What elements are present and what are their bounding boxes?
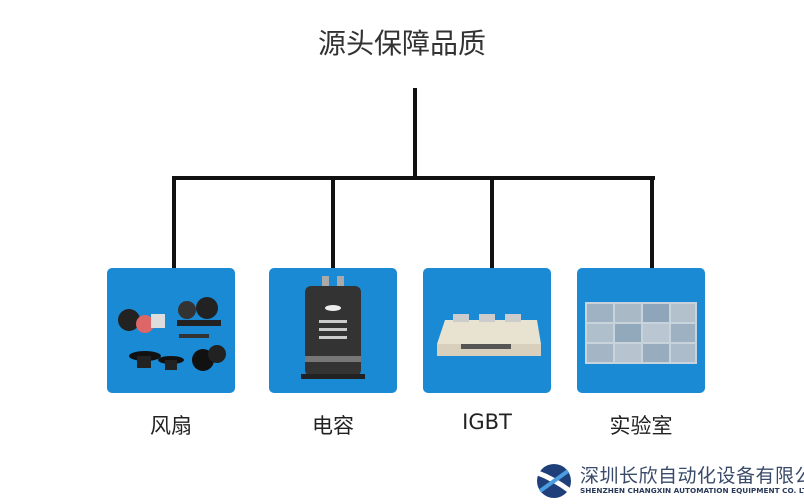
diagram-title: 源头保障品质 [317,27,486,60]
company-logo: 深圳长欣自动化设备有限公司 SHENZHEN CHANGXIN AUTOMATI… [530,461,804,501]
laboratory-image [577,268,705,393]
company-name-en: SHENZHEN CHANGXIN AUTOMATION EQUIPMENT C… [580,486,804,495]
connector-bar [172,176,655,180]
connector-drop [331,176,335,269]
connector-drop [650,176,654,269]
connector-drop [490,176,494,269]
fans-image [107,268,235,393]
item-label-igbt: IGBT [462,410,512,434]
capacitor-image [269,268,397,393]
logo-mark-icon [537,464,572,498]
igbt-module-image [423,268,551,393]
connector-drop [172,176,176,269]
connector-trunk [413,88,417,180]
item-label-laboratory: 实验室 [609,414,673,438]
item-label-capacitor: 电容 [312,414,354,438]
company-name-cn: 深圳长欣自动化设备有限公司 [580,465,804,487]
item-label-fans: 风扇 [150,414,192,438]
